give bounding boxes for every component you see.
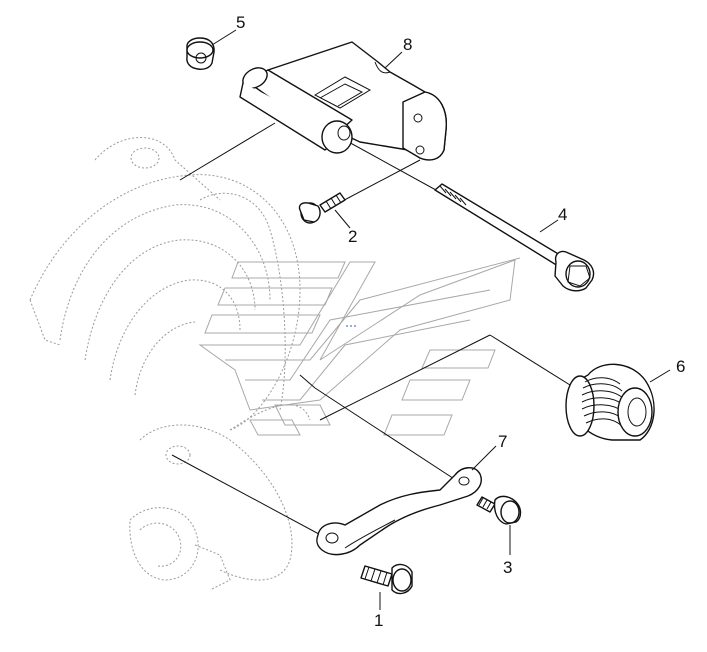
callout-5: 5 bbox=[236, 13, 245, 32]
callout-3: 3 bbox=[503, 558, 512, 577]
flange-bolt-part-2 bbox=[298, 192, 346, 224]
flange-nut-part-5 bbox=[186, 37, 215, 70]
callout-labels: 5 8 2 4 6 7 3 1 bbox=[236, 13, 685, 630]
callout-4: 4 bbox=[558, 205, 567, 224]
assembly-axis-lines bbox=[171, 122, 571, 541]
bracket-part-8 bbox=[239, 41, 447, 161]
callout-2: 2 bbox=[348, 227, 357, 246]
callout-1: 1 bbox=[374, 611, 383, 630]
strap-part-7 bbox=[316, 467, 482, 556]
flange-bolt-part-3 bbox=[476, 495, 522, 525]
pulley-part-6 bbox=[565, 363, 655, 441]
alternator-ghost-outline bbox=[29, 137, 311, 591]
callout-7: 7 bbox=[498, 432, 507, 451]
callout-8: 8 bbox=[403, 35, 412, 54]
callout-leaders bbox=[211, 29, 671, 610]
callout-6: 6 bbox=[676, 357, 685, 376]
long-bolt-part-4 bbox=[434, 183, 595, 292]
hex-bolt-part-1 bbox=[360, 563, 413, 595]
watermark-logo bbox=[198, 257, 521, 436]
